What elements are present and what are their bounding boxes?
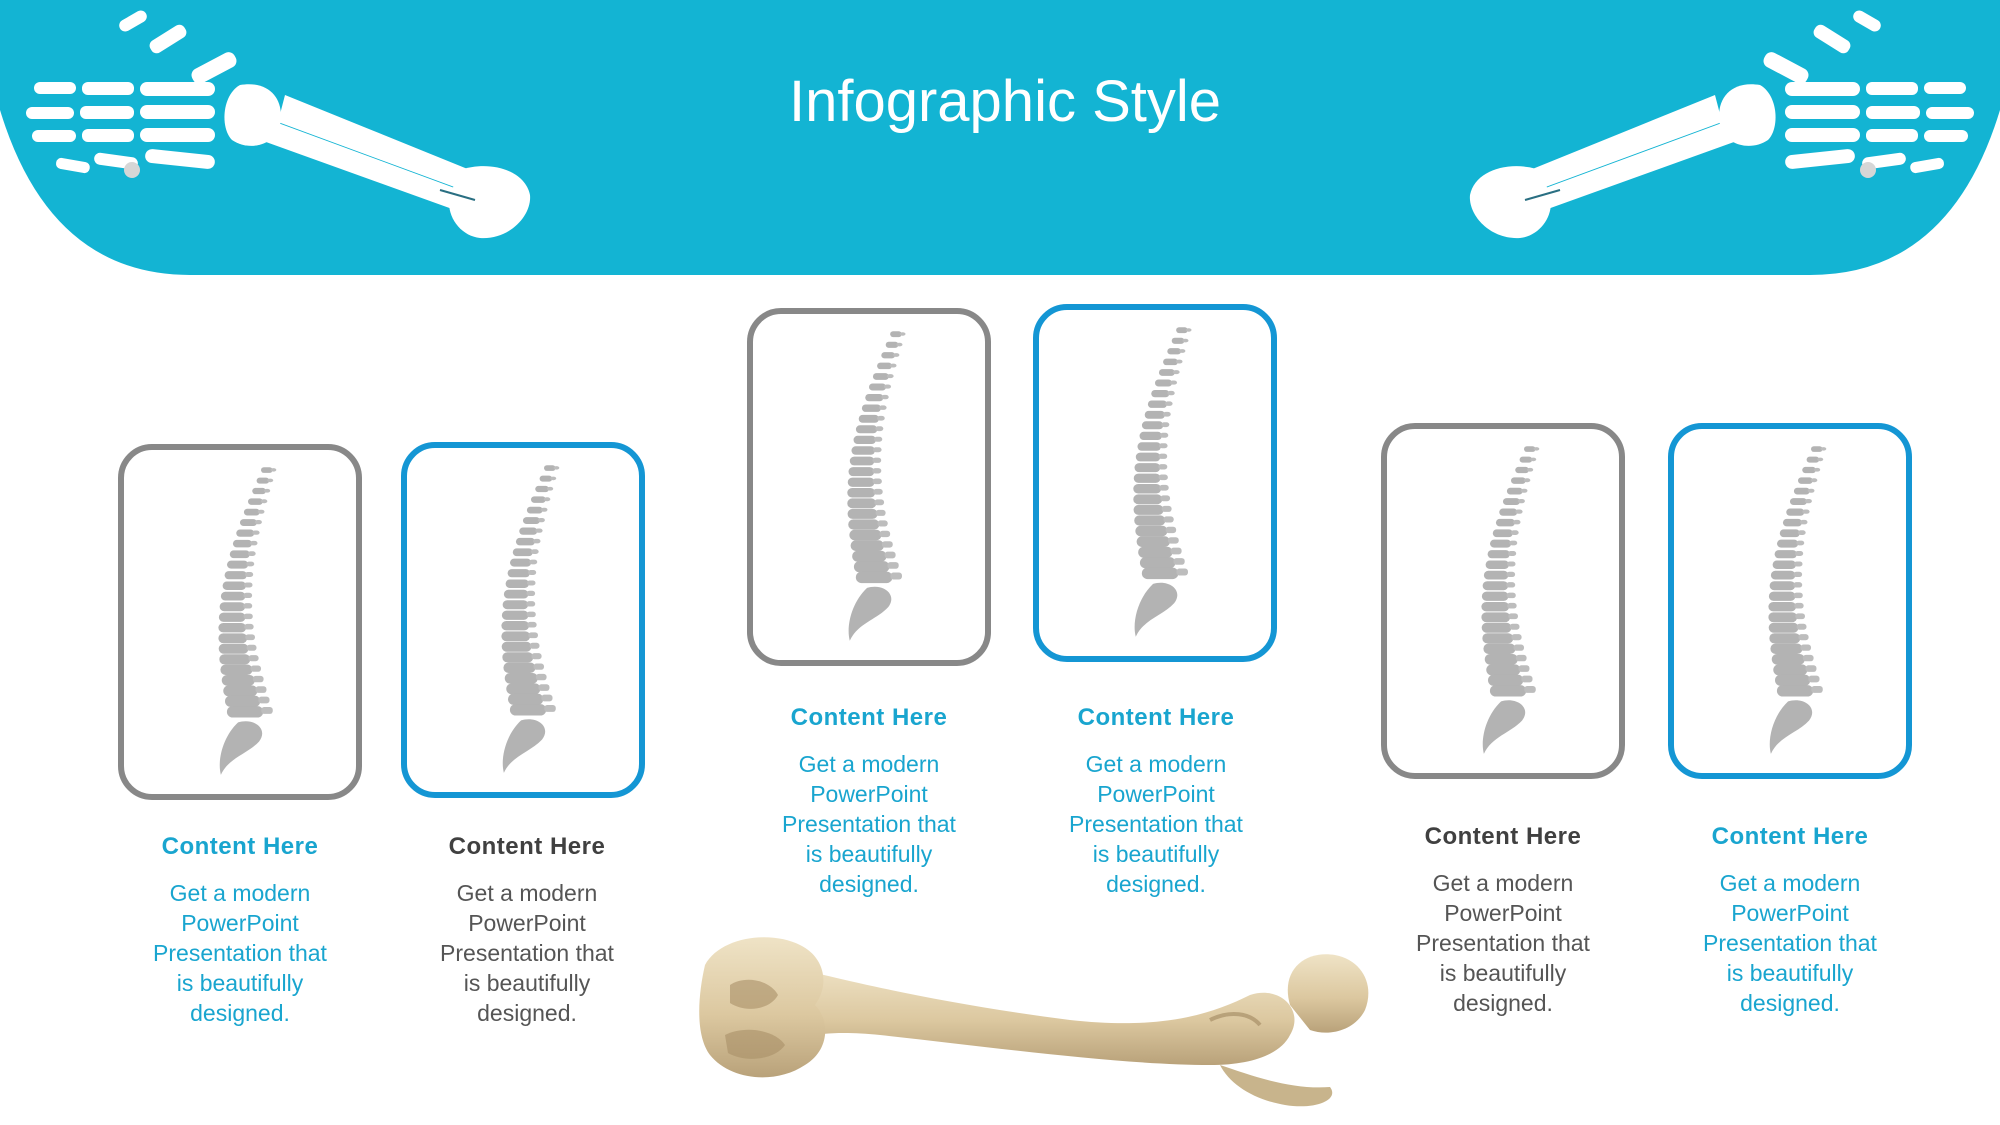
caption-heading: Content Here: [161, 833, 319, 860]
caption-heading: Content Here: [448, 833, 606, 860]
caption-heading: Content Here: [1711, 823, 1869, 850]
caption-body: Get a modern PowerPoint Presentation tha…: [1703, 870, 1877, 1016]
spine-card-1: [118, 444, 362, 800]
caption-3: Content Here Get a modern PowerPoint Pre…: [759, 703, 979, 899]
spine-icon: [1768, 446, 1827, 754]
caption-body: Get a modern PowerPoint Presentation tha…: [782, 751, 956, 897]
spine-card-3: [747, 308, 991, 666]
spine-card-2: [401, 442, 645, 798]
spine-card-4: [1033, 304, 1277, 662]
skeleton-arm-icon: [26, 10, 531, 239]
caption-5: Content Here Get a modern PowerPoint Pre…: [1393, 822, 1613, 1018]
caption-body: Get a modern PowerPoint Presentation tha…: [440, 880, 614, 1026]
caption-body: Get a modern PowerPoint Presentation tha…: [1416, 870, 1590, 1016]
caption-1: Content Here Get a modern PowerPoint Pre…: [130, 832, 350, 1028]
spine-icon: [1481, 446, 1540, 754]
spine-icon: [501, 465, 560, 773]
spine-icon: [1133, 327, 1192, 637]
caption-2: Content Here Get a modern PowerPoint Pre…: [417, 832, 637, 1028]
skeleton-arm-icon: [1469, 10, 1974, 239]
spine-icon: [847, 331, 906, 641]
caption-heading: Content Here: [1424, 823, 1582, 850]
caption-body: Get a modern PowerPoint Presentation tha…: [153, 880, 327, 1026]
spine-card-6: [1668, 423, 1912, 779]
femur-bone-icon: [699, 937, 1369, 1107]
spine-icon: [218, 467, 277, 775]
caption-body: Get a modern PowerPoint Presentation tha…: [1069, 751, 1243, 897]
caption-heading: Content Here: [1077, 704, 1235, 731]
caption-6: Content Here Get a modern PowerPoint Pre…: [1680, 822, 1900, 1018]
slide-title: Infographic Style: [788, 69, 1222, 134]
caption-heading: Content Here: [790, 704, 948, 731]
caption-4: Content Here Get a modern PowerPoint Pre…: [1046, 703, 1266, 899]
spine-card-5: [1381, 423, 1625, 779]
